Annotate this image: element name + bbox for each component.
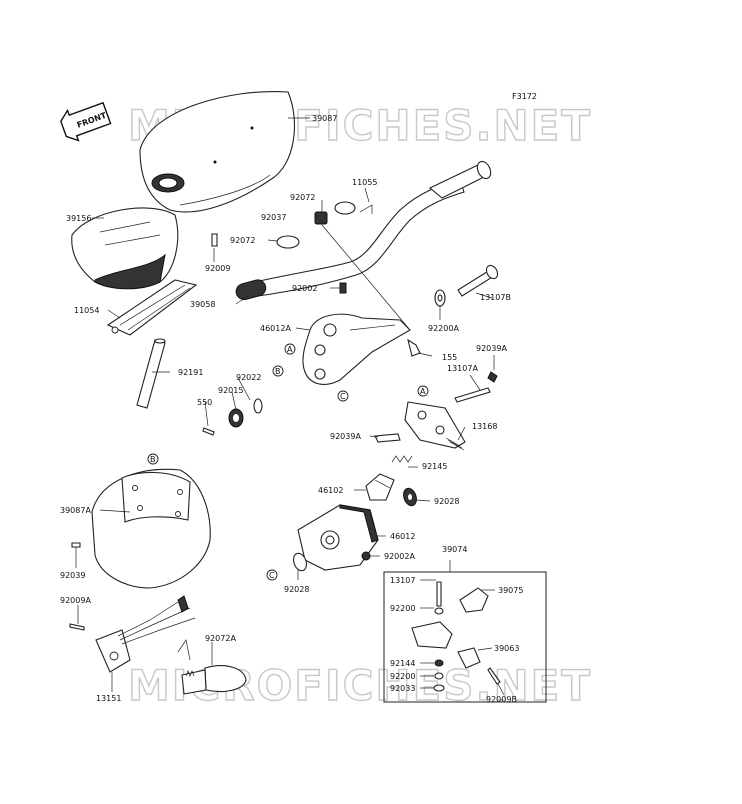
- screw-92039A-b: [374, 433, 401, 443]
- pin-13107A: [454, 387, 491, 403]
- label-92072-mid: 92072: [230, 236, 255, 245]
- callout-a-1: A: [284, 343, 296, 355]
- washer-92200A: [434, 289, 446, 307]
- label-46102: 46102: [318, 486, 343, 495]
- label-92015: 92015: [218, 386, 243, 395]
- screw-92039: [71, 542, 81, 548]
- spring-92145: [391, 455, 413, 463]
- label-92191: 92191: [178, 368, 203, 377]
- kit-box-39074: [383, 571, 547, 703]
- label-39087A: 39087A: [60, 506, 91, 515]
- callout-c-label-1: C: [340, 392, 346, 401]
- callout-c-2: C: [266, 569, 278, 581]
- clip-92072-top: [334, 201, 356, 215]
- label-92028-left: 92028: [284, 585, 309, 594]
- label-46012: 46012: [390, 532, 415, 541]
- washer-92022: [253, 398, 263, 414]
- callout-c-1: C: [337, 390, 349, 402]
- switch-13151: [95, 595, 196, 673]
- label-92002: 92002: [292, 284, 317, 293]
- label-550: 550: [197, 398, 212, 407]
- label-92028-right: 92028: [434, 497, 459, 506]
- housing-46012: [297, 504, 379, 571]
- pad-39156: [71, 207, 179, 290]
- label-39156: 39156: [66, 214, 91, 223]
- callout-a-label-2: A: [420, 387, 426, 396]
- label-39087: 39087: [312, 114, 337, 123]
- label-92145: 92145: [422, 462, 447, 471]
- cover-39087A: [91, 468, 211, 589]
- callout-b-2: B: [147, 453, 159, 465]
- label-13107: 13107: [390, 576, 415, 585]
- label-39063: 39063: [494, 644, 519, 653]
- label-155: 155: [442, 353, 457, 362]
- housing-46012A: [302, 313, 411, 385]
- label-92037: 92037: [261, 213, 286, 222]
- figure-code: F3172: [512, 92, 537, 101]
- label-92200A: 92200A: [428, 324, 459, 333]
- label-92200: 92200: [390, 604, 415, 613]
- washer-92028-left: [293, 552, 307, 572]
- screw-155: [407, 338, 421, 357]
- label-13107B: 13107B: [480, 293, 511, 302]
- label-92022: 92022: [236, 373, 261, 382]
- washer-92028-right: [403, 487, 417, 507]
- tube-92191: [136, 338, 166, 409]
- label-92039A: 92039A: [476, 344, 507, 353]
- handlebar-cover-39087: [139, 90, 296, 213]
- bracket-11054: [106, 279, 198, 336]
- label-13151: 13151: [96, 694, 121, 703]
- nut-92037: [314, 211, 411, 331]
- bracket-13168: [404, 401, 466, 451]
- label-13107A: 13107A: [447, 364, 478, 373]
- label-92009A: 92009A: [60, 596, 91, 605]
- label-46012A: 46012A: [260, 324, 291, 333]
- pin-550: [202, 427, 215, 436]
- label-11055: 11055: [352, 178, 377, 187]
- part-46102: [365, 473, 395, 501]
- clamp-92072A: [177, 639, 247, 695]
- label-92002A: 92002A: [384, 552, 415, 561]
- label-92072-top: 92072: [290, 193, 315, 202]
- label-11054: 11054: [74, 306, 99, 315]
- label-92200-b: 92200: [390, 672, 415, 681]
- screw-92039A: [487, 371, 498, 383]
- label-92033: 92033: [390, 684, 415, 693]
- callout-c-label-2: C: [269, 571, 275, 580]
- front-arrow-icon: FRONT: [60, 101, 112, 142]
- callout-a-label-1: A: [287, 345, 293, 354]
- kit-parts: [411, 581, 501, 692]
- callout-b-1: B: [272, 365, 284, 377]
- label-92009: 92009: [205, 264, 230, 273]
- callout-b-label-2: B: [150, 455, 156, 464]
- clip-92072-mid: [276, 235, 300, 249]
- pin-13107B: [457, 264, 499, 297]
- label-92039A-b: 92039A: [330, 432, 361, 441]
- handlebar-39058: [235, 160, 492, 301]
- callout-b-label-1: B: [275, 367, 281, 376]
- screw-92009: [211, 233, 218, 247]
- label-92039: 92039: [60, 571, 85, 580]
- bolt-92002: [339, 282, 347, 294]
- label-39075: 39075: [498, 586, 523, 595]
- clip-11055: [359, 204, 373, 214]
- label-92144: 92144: [390, 659, 415, 668]
- leader-lines: [75, 117, 505, 696]
- label-92072A: 92072A: [205, 634, 236, 643]
- label-39058: 39058: [190, 300, 215, 309]
- screw-92009A: [69, 623, 85, 631]
- nut-92015: [228, 408, 244, 428]
- label-92009B: 92009B: [486, 695, 517, 704]
- label-13168: 13168: [472, 422, 497, 431]
- callout-a-2: A: [417, 385, 429, 397]
- label-39074: 39074: [442, 545, 467, 554]
